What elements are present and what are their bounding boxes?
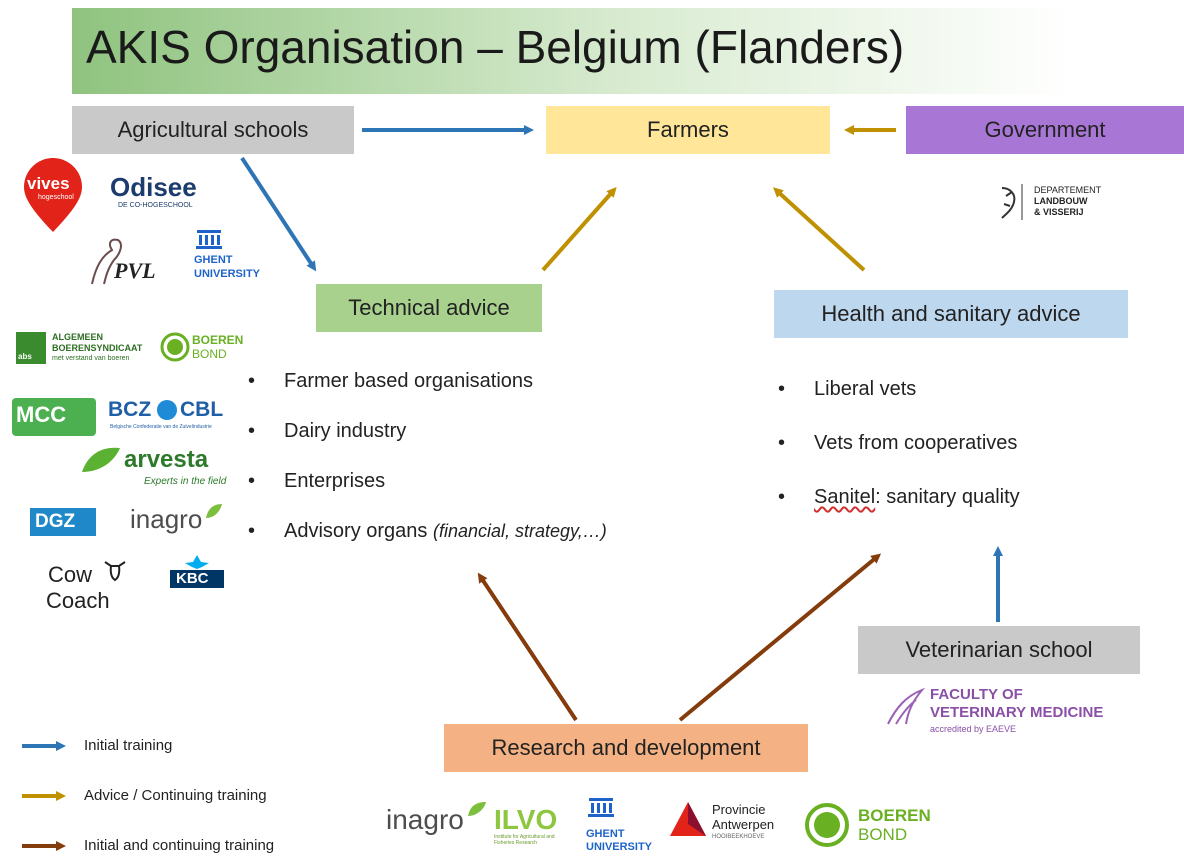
lion-icon: [1001, 184, 1023, 220]
legend-initial-continuing: Initial and continuing training: [84, 837, 275, 854]
abs-logo: abs ALGEMEEN BOERENSYNDICAAT met verstan…: [16, 332, 143, 364]
vives-pin-icon: [23, 157, 82, 232]
bcz-cbl-logo: BCZ CBL Belgische Confederatie van de Zu…: [108, 398, 224, 430]
kbc-logo: KBC: [170, 554, 224, 590]
faculty-vet-medicine-logo: FACULTY OF VETERINARY MEDICINE accredite…: [886, 686, 1136, 738]
node-health-sanitary: Health and sanitary advice: [774, 290, 1128, 338]
list-item: Farmer based organisations: [248, 356, 718, 406]
mcc-logo: MCC: [12, 398, 96, 436]
node-agricultural-schools: Agricultural schools: [72, 106, 354, 154]
bcz-circle-icon: [157, 400, 177, 420]
abs-mark: [16, 332, 46, 364]
list-item: Sanitel: sanitary quality: [778, 470, 1178, 524]
dgz-logo: DGZ: [30, 508, 96, 536]
ilvo-logo: ILVO Institute for Agricultural and Fish…: [494, 804, 558, 846]
inagro-leaf-icon: [468, 802, 486, 816]
inagro-logo: inagro: [128, 502, 228, 542]
arrow-technical-to-farmers: [541, 187, 617, 272]
health-advice-list: Liberal vets Vets from cooperatives Sani…: [778, 362, 1178, 524]
building-icon: [196, 230, 222, 249]
pvl-logo: PVL: [84, 236, 174, 286]
odisee-subtitle: DE CO-HOGESCHOOL: [118, 202, 193, 209]
node-technical-advice: Technical advice: [316, 284, 542, 332]
list-item: Vets from cooperatives: [778, 416, 1178, 470]
provincie-triangle-icon: [670, 802, 706, 836]
arvesta-logo: arvesta Experts in the field: [80, 444, 230, 490]
building-icon: [588, 798, 614, 817]
node-veterinarian-school: Veterinarian school: [858, 626, 1140, 674]
technical-advice-list: Farmer based organisations Dairy industr…: [248, 356, 718, 556]
arrow-schools-to-technical: [240, 156, 317, 272]
advisory-note: (financial, strategy,…): [432, 521, 607, 541]
node-research: Research and development: [444, 724, 808, 772]
departement-logo: DEPARTEMENT LANDBOUW & VISSERIJ: [996, 182, 1126, 224]
cowcoach-logo: Cow Coach: [44, 558, 140, 616]
list-item: Liberal vets: [778, 362, 1178, 416]
provincie-antwerpen-logo: Provincie Antwerpen HOOIBEEKHOEVE: [666, 800, 802, 846]
horse-icon: [91, 238, 122, 285]
legend-advice: Advice / Continuing training: [84, 787, 267, 804]
page-title: AKIS Organisation – Belgium (Flanders): [86, 21, 905, 73]
boerenbond-b-icon: [160, 332, 190, 362]
boerenbond-logo: BOEREN BOND: [160, 332, 246, 364]
list-item: Advisory organs (financial, strategy,…): [248, 506, 718, 556]
boerenbond-b-icon: [805, 803, 849, 847]
arrow-research-to-technical: [477, 572, 578, 722]
faculty-mark-icon: [887, 688, 925, 725]
kbc-star-icon: [185, 555, 209, 569]
inagro-bottom-logo: inagro: [386, 800, 490, 842]
vives-logo: vives hogeschool: [22, 157, 84, 234]
node-farmers: Farmers: [546, 106, 830, 154]
arvesta-leaf-icon: [82, 447, 120, 472]
odisee-logo: Odisee: [110, 172, 197, 202]
boerenbond-bottom-logo: BOEREN BOND: [804, 802, 938, 848]
list-item: Enterprises: [248, 456, 718, 506]
ghent-university-bottom-logo: GHENT UNIVERSITY: [584, 796, 654, 856]
arrow-health-to-farmers: [773, 187, 866, 272]
list-item: Dairy industry: [248, 406, 718, 456]
title-banner: AKIS Organisation – Belgium (Flanders): [72, 8, 1072, 94]
arrow-research-to-health: [678, 553, 882, 722]
cow-head-icon: [104, 561, 126, 582]
legend-initial-training: Initial training: [84, 737, 173, 754]
ghent-university-logo: GHENT UNIVERSITY: [192, 226, 272, 286]
inagro-leaf-icon: [206, 504, 222, 518]
node-government: Government: [906, 106, 1184, 154]
